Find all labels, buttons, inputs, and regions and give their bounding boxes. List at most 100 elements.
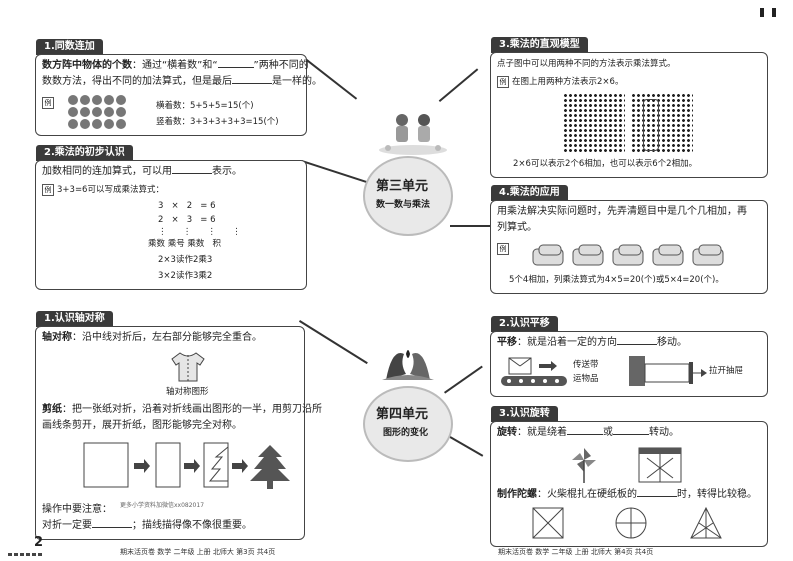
blank (637, 496, 677, 497)
blank (232, 83, 272, 84)
unit3-subtitle: 数一数与乘法 (376, 200, 431, 210)
line1: 轴对称：沿中线对折后，左右部分能够完全重合。 (42, 331, 262, 345)
section-tag: 2.乘法的初步认识 (36, 145, 133, 161)
text: 表示。 (212, 166, 242, 177)
text: ：就是沿着一定的方向 (517, 337, 617, 348)
footer-right: 期末活页卷 数学 二年级 上册 北师大 第4页 共4页 (498, 548, 654, 556)
connector-line (438, 68, 479, 102)
example-icon: 例 (497, 243, 509, 255)
dot-grid-left (563, 93, 625, 153)
term-bold: 数方阵中物体的个数 (42, 60, 132, 71)
equation-vertical: 竖着数：3+3+3+3+3=15(个) (156, 117, 279, 127)
line1: 用乘法解决实际问题时，先弄清题目中是几个几相加，再 (497, 206, 747, 217)
unit3-circle (363, 156, 453, 236)
section-tag: 1.认识轴对称 (36, 311, 113, 327)
text: ”两种不同的 (253, 60, 309, 71)
section-multiplication-application: 用乘法解决实际问题时，先弄清题目中是几个几相加，再 列算式。 例 5个4相加，列… (490, 200, 768, 294)
term-bold: 旋转 (497, 427, 517, 438)
row5: 2×3读作2乘3 (158, 255, 213, 265)
row1: 3 × 2 = 6 (158, 201, 216, 211)
paper-cutting-steps (82, 441, 292, 491)
blank (217, 67, 254, 68)
line1: 点子图中可以用两种不同的方法表示乘法算式。 (497, 59, 676, 69)
section-axial-symmetry: 轴对称：沿中线对折后，左右部分能够完全重合。 轴对称图形 剪纸：把一张纸对折，沿… (35, 326, 322, 540)
conveyor-icon (499, 356, 569, 388)
line2: 数数方法，得出不同的加法算式，但是最后 是一样的。 (42, 75, 322, 89)
connector-line (450, 225, 490, 227)
row3: ⋮ ⋮ ⋮ ⋮ (158, 227, 241, 237)
page-number-underline (8, 553, 44, 556)
highlight-rect (643, 99, 659, 151)
unit3-title: 第三单元 (376, 179, 429, 194)
text: ：通过“横着数”和“ (132, 60, 218, 71)
blank (172, 173, 212, 174)
line2: 制作陀螺：火柴棍扎在硬纸板的时，转得比较稳。 (497, 488, 757, 502)
top-shapes (531, 506, 731, 540)
conveyor-label-1: 传送带 (573, 360, 599, 370)
text: 数数方法，得出不同的加法算式，但是最后 (42, 76, 232, 87)
row4: 乘数 乘号 乘数 积 (148, 239, 222, 249)
connector-line (444, 365, 483, 394)
connector-line (301, 160, 369, 184)
example-icon: 例 (42, 97, 54, 109)
image-caption: 轴对称图形 (166, 387, 209, 397)
term-bold: 制作陀螺 (497, 489, 537, 500)
example-label: 例 (497, 243, 512, 257)
text: 在图上用两种方法表示2×6。 (512, 77, 624, 87)
children-illustration (378, 110, 448, 155)
line1: 平移：就是沿着一定的方向 移动。 (497, 336, 687, 350)
blank (617, 344, 657, 345)
revolving-door-icon (637, 446, 683, 484)
row6: 3×2读作3乘2 (158, 271, 213, 281)
text: 对折一定要 (42, 520, 92, 531)
unit4-subtitle: 图形的变化 (383, 428, 429, 438)
text: ：沿中线对折后，左右部分能够完全重合。 (72, 332, 262, 343)
bread-group (531, 241, 731, 269)
text: ：把一张纸对折，沿着对折线画出图形的一半，用剪刀沿所 (62, 404, 322, 415)
line1: 旋转：就是绕着或转动。 (497, 426, 679, 440)
drawer-icon (627, 354, 707, 388)
term-bold: 平移 (497, 337, 517, 348)
note-line: 对折一定要 ；描线描得像不像很重要。 (42, 519, 252, 533)
unit4-circle (363, 386, 453, 462)
dot-array (68, 95, 128, 129)
section-translation: 平移：就是沿着一定的方向移动。 传送带 运物品 拉开抽屉 (490, 331, 768, 397)
section-tag: 2.认识平移 (491, 316, 558, 332)
page-marker-icon (772, 8, 776, 17)
dot-grid-right (631, 93, 693, 153)
line2: 列算式。 (497, 222, 537, 233)
text: 3+3=6可以写成乘法算式： (57, 185, 164, 195)
term-bold: 轴对称 (42, 332, 72, 343)
section-tag: 3.认识旋转 (491, 406, 558, 422)
equation-horizontal: 横着数：5+5+5=15(个) (156, 101, 254, 111)
section-tag: 4.乘法的应用 (491, 185, 568, 201)
conveyor-label-2: 运物品 (573, 374, 599, 384)
page-marker-icon (760, 8, 764, 17)
note-title: 操作中要注意： (42, 504, 112, 515)
page-number: 2 (34, 535, 44, 550)
section-tag: 1.同数连加 (36, 39, 103, 55)
text: 时，转得比较稳。 (677, 489, 757, 500)
section-visual-model: 点子图中可以用两种不同的方法表示乘法算式。 例在图上用两种方法表示2×6。 2×… (490, 52, 768, 178)
blank (92, 527, 132, 528)
pinwheel-icon (567, 446, 601, 484)
blank (567, 434, 603, 435)
blank (613, 434, 649, 435)
section-rotation: 旋转：就是绕着或转动。 制作陀螺：火柴棍扎在硬纸板的时，转得比较稳。 (490, 421, 768, 547)
text: ；描线描得像不像很重要。 (132, 520, 252, 531)
shirt-icon (168, 351, 208, 383)
example-icon: 例 (42, 183, 54, 196)
term-bold: 剪纸 (42, 404, 62, 415)
line2: 剪纸：把一张纸对折，沿着对折线画出图形的一半，用剪刀沿所 (42, 403, 322, 417)
text: 转动。 (649, 427, 679, 438)
text: 移动。 (657, 337, 687, 348)
example-line: 例在图上用两种方法表示2×6。 (497, 75, 623, 89)
caption: 2×6可以表示2个6相加，也可以表示6个2相加。 (513, 159, 698, 169)
line1: 加数相同的连加算式，可以用表示。 (42, 165, 242, 179)
example-icon: 例 (497, 75, 509, 88)
row2: 2 × 3 = 6 (158, 215, 216, 225)
example-label: 例 (42, 97, 57, 111)
text: 是一样的。 (272, 76, 322, 87)
